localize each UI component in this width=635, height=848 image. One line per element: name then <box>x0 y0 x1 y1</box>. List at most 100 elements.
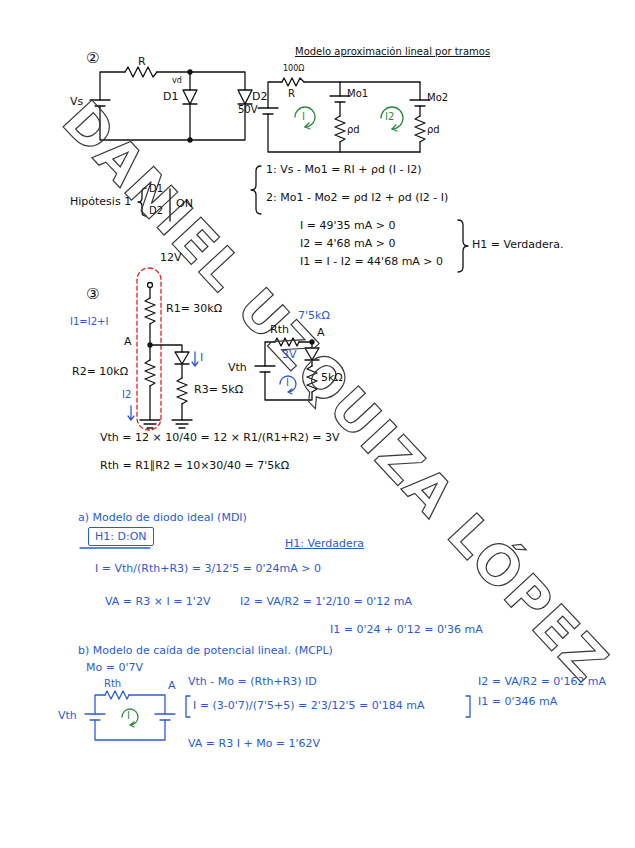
annotation-text: vd <box>172 76 182 85</box>
hypothesis-box: H1: D:ON <box>88 527 154 546</box>
annotation-text: R <box>138 56 146 69</box>
annotation-text: Rth <box>270 324 289 337</box>
resistor-symbol <box>415 116 425 142</box>
annotation-text: 12V <box>160 252 182 265</box>
annotation-text: D2 <box>252 91 267 104</box>
annotation-text: Vth <box>58 710 77 723</box>
annotation-text: D1 <box>163 91 178 104</box>
annotation-text: b) Modelo de caída de potencial lineal. … <box>78 645 333 658</box>
circuit-wire <box>268 82 420 152</box>
annotation-text: I = (3-0'7)/(7'5+5) = 2'3/12'5 = 0'184 m… <box>193 700 424 713</box>
annotation-text: R3= 5kΩ <box>194 384 243 397</box>
resistor-symbol <box>177 378 187 404</box>
underline <box>80 547 150 548</box>
annotation-text: 2: Mo1 - Mo2 = ρd I2 + ρd (I2 - I) <box>266 192 448 205</box>
annotation-text: A <box>168 680 176 693</box>
battery-symbol <box>258 96 430 114</box>
annotation-text: Rth = R1∥R2 = 10×30/40 = 7'5kΩ <box>100 460 289 473</box>
current-arrow <box>128 406 134 420</box>
annotation-text: A <box>124 336 132 349</box>
annotation-text: D1 <box>149 183 163 195</box>
bracket <box>186 696 190 717</box>
annotation-text: I <box>302 111 305 123</box>
annotation-text: R2= 10kΩ <box>72 366 128 379</box>
mesh-current-arrow <box>381 107 403 129</box>
circuit-wire <box>189 72 190 140</box>
annotation-text: 7'5kΩ <box>298 310 330 323</box>
annotation-text: I <box>286 377 289 389</box>
ground-symbol <box>172 420 192 428</box>
resistor-symbol <box>145 360 155 386</box>
resistor-symbol <box>125 67 157 77</box>
resistor-symbol <box>282 78 304 86</box>
annotation-text: I1 = 0'24 + 0'12 = 0'36 mA <box>330 624 483 637</box>
annotation-text: 1: Vs - Mo1 = RI + ρd (I - I2) <box>266 164 421 177</box>
battery-symbol <box>258 108 278 114</box>
annotation-text: H1: Verdadera <box>285 538 364 551</box>
annotation-text: 5kΩ <box>321 372 343 385</box>
diode-symbol <box>175 352 189 364</box>
current-arrow <box>128 352 198 420</box>
current-arrow <box>192 352 198 366</box>
annotation-text: I1 = 0'346 mA <box>478 696 557 709</box>
annotation-text: 100Ω <box>283 64 304 73</box>
annotation-text: I2 <box>385 111 394 123</box>
junction-dot <box>188 138 192 142</box>
annotation-text: a) Modelo de diodo ideal (MDI) <box>78 512 247 525</box>
annotation-text: Rth <box>104 678 121 690</box>
diode-symbol <box>183 90 197 104</box>
annotation-text: D2 <box>149 205 163 217</box>
resistor-symbol <box>335 116 345 142</box>
resistor-symbol <box>105 691 129 699</box>
underline <box>80 547 150 548</box>
annotation-text: 50V <box>238 104 258 116</box>
junction-dot <box>148 343 152 347</box>
annotation-text: I2 <box>122 389 131 401</box>
mesh-current-arrow <box>305 123 310 129</box>
annotation-text: I2 = VA/R2 = 1'2/10 = 0'12 mA <box>240 596 412 609</box>
annotation-text: I2 = 4'68 mA > 0 <box>300 238 395 251</box>
annotation-text: VA = R3 I + Mo = 1'62V <box>188 738 320 751</box>
annotation-text: I = 49'35 mA > 0 <box>300 220 395 233</box>
annotation-text: Modelo aproximación lineal por tramos <box>295 46 490 58</box>
ground-symbol <box>140 420 160 428</box>
resistor-symbol <box>145 298 155 324</box>
diode-symbol <box>183 90 252 104</box>
annotation-text: ③ <box>86 286 99 303</box>
annotation-text: ② <box>86 50 99 67</box>
annotation-text: ρd <box>347 124 360 136</box>
annotation-text: I = Vth/(Rth+R3) = 3/12'5 = 0'24mA > 0 <box>95 563 321 576</box>
annotation-text: I2 = VA/R2 = 0'162 mA <box>478 676 606 689</box>
annotation-text: Vth <box>228 362 247 375</box>
annotation-text: Vth - Mo = (Rth+R3) ID <box>188 676 317 689</box>
brace <box>251 166 261 214</box>
circuit-wire <box>95 695 165 740</box>
mesh-current-arrow <box>122 709 138 727</box>
annotation-text: Mo2 <box>427 92 448 104</box>
circuit-wire <box>149 285 150 420</box>
annotation-text: H1 = Verdadera. <box>472 239 563 252</box>
bracket <box>466 696 470 717</box>
mesh-current-arrow <box>392 125 397 131</box>
circuit-wire <box>268 82 420 152</box>
annotation-text: I <box>127 710 130 722</box>
annotation-text: I1=I2+I <box>70 316 108 328</box>
battery-symbol <box>85 714 105 720</box>
annotation-text: Hipótesis 1 <box>70 196 131 209</box>
annotation-text: I1 = I - I2 = 44'68 mA > 0 <box>300 256 443 269</box>
circuit-wire <box>95 695 165 740</box>
junction-dot <box>188 70 192 74</box>
annotation-text: ON <box>176 198 193 211</box>
box-text: H1: D:ON <box>95 530 147 543</box>
dashed-outline <box>137 268 161 430</box>
bracket <box>186 696 470 717</box>
annotation-text: R1= 30kΩ <box>166 303 222 316</box>
annotation-text: Mo1 <box>347 88 368 100</box>
brace <box>458 220 468 272</box>
annotation-text: 3V <box>282 349 297 362</box>
annotation-text: I <box>200 352 203 365</box>
resistor-symbol <box>335 116 425 142</box>
annotation-text: R <box>288 88 295 100</box>
diode-symbol <box>238 90 252 104</box>
